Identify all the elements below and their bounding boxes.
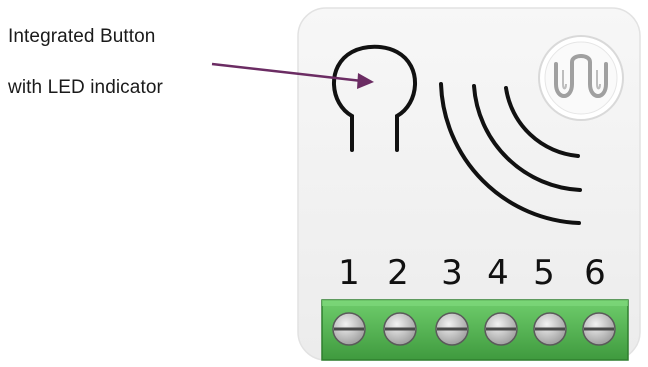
terminal-block [321, 299, 629, 361]
terminal-screw-2 [383, 312, 417, 346]
terminal-number-4: 4 [487, 253, 509, 293]
wireless-signal-icon [439, 82, 582, 225]
callout-label-line-1: Integrated Button [8, 26, 156, 47]
terminal-screw-1 [332, 312, 366, 346]
terminal-screw-6 [582, 312, 616, 346]
terminal-number-6: 6 [584, 253, 606, 293]
terminal-number-3: 3 [441, 253, 463, 293]
terminal-screw-4 [484, 312, 518, 346]
callout-arrow-icon [211, 62, 374, 89]
terminal-screw-3 [435, 312, 469, 346]
brand-logo-icon [538, 35, 624, 121]
button-led-icon [332, 44, 417, 152]
terminal-number-row: 1 2 3 4 5 6 [338, 253, 606, 293]
callout-label-line-2: with LED indicator [8, 77, 163, 98]
terminal-screw-5 [533, 312, 567, 346]
terminal-number-2: 2 [387, 253, 409, 293]
terminal-screws [332, 312, 616, 346]
terminal-number-1: 1 [338, 253, 360, 293]
terminal-number-5: 5 [533, 253, 555, 293]
